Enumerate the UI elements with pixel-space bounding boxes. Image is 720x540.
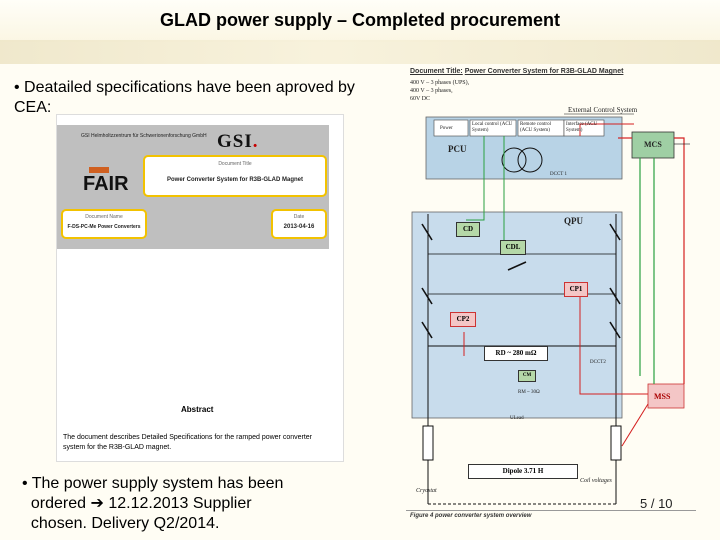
cd-box: CD	[456, 222, 480, 237]
arrow-icon: ➔	[90, 495, 104, 512]
remote-control-label: Remote control (ACU System)	[520, 122, 551, 133]
doc-name-box: Document Name F-DS-PC-Me Power Converter…	[61, 209, 147, 239]
rd-box: RD ~ 280 mΩ	[484, 346, 548, 361]
page-number: 5 / 10	[640, 496, 673, 511]
bullet-line-3: chosen. Delivery Q2/2014.	[30, 515, 220, 532]
cdl-box: CDL	[500, 240, 526, 255]
bullet-line-2a: ordered	[30, 495, 87, 512]
cp1-box: CP1	[564, 282, 588, 297]
cp2-box: CP2	[450, 312, 476, 327]
power-label: Power	[440, 126, 453, 131]
fair-logo: FAIR	[83, 173, 129, 195]
document-cover: GSI Helmholtzzentrum für Schwerionenfors…	[56, 114, 344, 462]
rm-label: RM ~ 30Ω	[518, 390, 540, 395]
cover-institute: GSI Helmholtzzentrum für Schwerionenfors…	[81, 133, 207, 139]
slide-title: GLAD power supply – Completed procuremen…	[159, 10, 561, 30]
local-control-label: Local control (ACU System)	[472, 122, 513, 133]
figure-caption: Figure 4 power converter system overview	[410, 513, 532, 519]
doc-date-box: Date 2013-04-16	[271, 209, 327, 239]
doc-title-value: Power Converter System for R3B-GLAD Magn…	[166, 177, 304, 183]
ulead-label: ULead	[510, 416, 524, 421]
title-bar	[0, 0, 720, 42]
supply-label-1: 400 V – 3 phases (UPS),	[410, 80, 470, 86]
power-converter-diagram: Document Title: Power Converter System f…	[404, 64, 700, 526]
page-rule	[406, 510, 696, 511]
supply-label-3: 60V DC	[410, 96, 431, 102]
doc-date-value: 2013-04-16	[283, 224, 315, 230]
bullet-order-status: • The power supply system has been order…	[22, 474, 352, 534]
dcct2-label: DCCT2	[590, 360, 606, 365]
abstract-text: The document describes Detailed Specific…	[63, 434, 313, 451]
coil-voltages-label: Coil voltages	[580, 478, 612, 484]
doc-title-label: Document Title	[218, 161, 252, 167]
mcs-label: MCS	[644, 140, 662, 149]
dipole-box: Dipole 3.71 H	[468, 464, 578, 479]
doc-title-box: Document Title Power Converter System fo…	[143, 155, 327, 197]
doc-name-label: Document Name	[85, 214, 123, 220]
qpu-label: QPU	[564, 216, 583, 226]
cm-box: CM	[518, 370, 536, 382]
interface-label: Interface (ACU System)	[566, 122, 598, 133]
bullet-line-2b: 12.12.2013 Supplier	[108, 495, 252, 512]
bullet-line-1: • The power supply system has been	[22, 475, 284, 492]
pcu-label: PCU	[448, 144, 467, 154]
fair-logo-mark	[89, 167, 109, 173]
title-decoration	[0, 40, 720, 64]
mss-label: MSS	[654, 392, 671, 401]
bullet-specifications: • Deatailed specifications have been apr…	[14, 79, 355, 116]
doc-name-value: F-DS-PC-Me Power Converters	[67, 224, 141, 230]
figure-doc-title: Document Title: Power Converter System f…	[410, 68, 624, 75]
dcct1-label: DCCT 1	[550, 172, 567, 177]
abstract-heading: Abstract	[181, 405, 214, 414]
cryostat-label: Cryostat	[416, 488, 437, 494]
supply-label-2: 400 V – 3 phases,	[410, 88, 453, 94]
gsi-logo: GSI.	[217, 131, 259, 152]
external-control-label: External Control System	[568, 106, 638, 114]
doc-date-label: Date	[293, 214, 305, 220]
